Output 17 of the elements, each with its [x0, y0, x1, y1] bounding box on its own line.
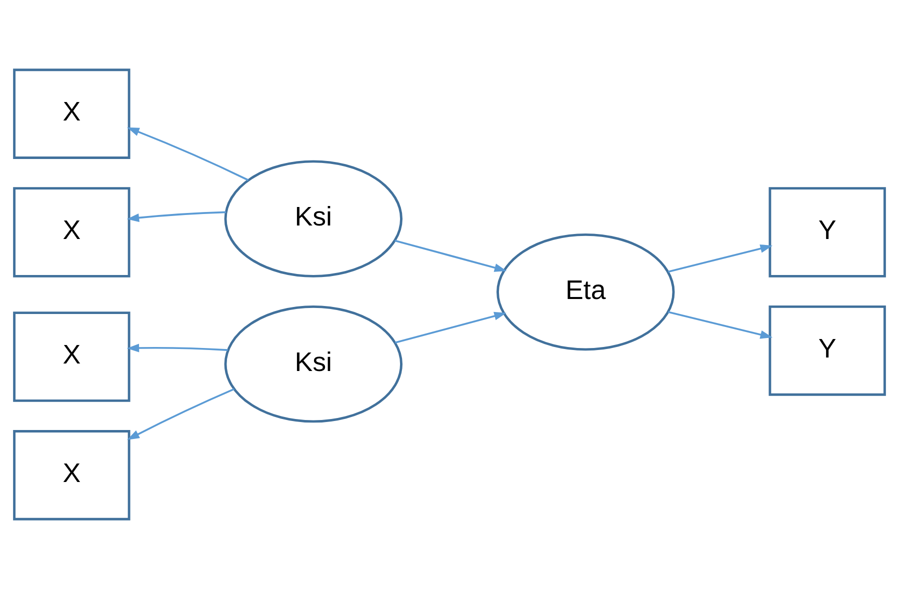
- node-box: X: [12, 187, 130, 278]
- arrow: [667, 244, 772, 273]
- node-box: X: [12, 430, 130, 520]
- node-box: X: [12, 68, 130, 159]
- node-box: Y: [768, 187, 886, 278]
- node-ellipse: Ksi: [224, 305, 402, 423]
- arrow: [667, 311, 772, 339]
- arrow: [126, 344, 228, 352]
- node-box: X: [12, 312, 130, 402]
- node-ellipse: Eta: [496, 233, 674, 351]
- arrow: [126, 211, 226, 222]
- arrow: [394, 240, 506, 272]
- node-ellipse: Ksi: [224, 160, 402, 278]
- arrow: [126, 127, 248, 181]
- arrow: [126, 388, 234, 440]
- node-box: Y: [768, 305, 886, 396]
- arrow: [394, 312, 506, 344]
